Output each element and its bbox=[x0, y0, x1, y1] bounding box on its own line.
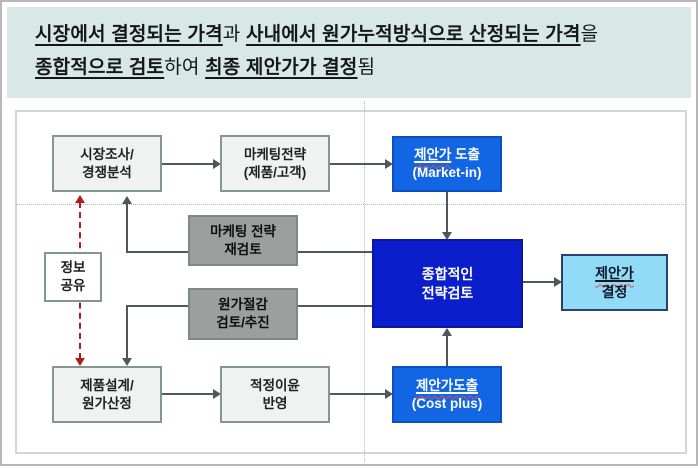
line-review-up bbox=[126, 203, 128, 253]
header-seg: 하여 bbox=[164, 57, 206, 78]
box-proposal-decision: 제안가 결정 bbox=[561, 254, 668, 311]
info-sharing-arrowhead-up bbox=[75, 195, 85, 203]
arrowhead-costplus-to-comprehensive bbox=[442, 328, 452, 336]
box-proposal-market-in-title: 제안가 도출 bbox=[414, 146, 480, 164]
underlined-text: 제안가도출 bbox=[415, 377, 479, 393]
arrowhead-review-to-research bbox=[122, 196, 132, 204]
header-seg: 종합적으로 검토 bbox=[35, 57, 165, 78]
line-strategy-to-marketin bbox=[330, 163, 386, 165]
line-costreduction-left bbox=[126, 305, 189, 307]
diagram-container bbox=[15, 110, 687, 454]
line-comprehensive-to-decision bbox=[523, 281, 555, 283]
box-proposal-cost-plus-title: 제안가도출 bbox=[416, 377, 478, 395]
line-review-to-comprehensive bbox=[298, 251, 372, 253]
arrowhead-marketin-to-comprehensive bbox=[442, 232, 452, 240]
header-title: 시장에서 결정되는 가격과 사내에서 원가누적방식으로 산정되는 가격을 종합적… bbox=[7, 7, 691, 84]
vertical-dotted-guide bbox=[364, 101, 365, 462]
line-profit-to-costplus bbox=[330, 393, 386, 395]
box-proposal-cost-plus: 제안가도출 (Cost plus) bbox=[392, 366, 502, 423]
line-costplus-to-comprehensive bbox=[446, 336, 448, 367]
arrowhead-costreduction-to-design bbox=[122, 358, 132, 366]
box-proposal-cost-plus-subtitle: (Cost plus) bbox=[411, 395, 483, 411]
info-sharing-arrowhead-down bbox=[75, 358, 85, 366]
header-line-2: 종합적으로 검토하여 최종 제안가가 결정됨 bbox=[35, 51, 681, 84]
box-marketing-review: 마케팅 전략 재검토 bbox=[188, 215, 298, 266]
header-seg: 시장에서 결정되는 가격 bbox=[35, 24, 223, 45]
box-market-research: 시장조사/ 경쟁분석 bbox=[52, 135, 162, 192]
box-proposal-market-in: 제안가 도출 (Market-in) bbox=[392, 136, 502, 192]
line-review-left bbox=[126, 251, 189, 253]
line-costreduction-down bbox=[126, 307, 128, 359]
header-seg: 과 bbox=[222, 24, 246, 45]
box-proposal-decision-subtitle: 결정 bbox=[601, 283, 628, 300]
underlined-text: 제안가 bbox=[414, 147, 452, 163]
box-proposal-market-in-subtitle: (Market-in) bbox=[412, 165, 482, 180]
line-costreduction-to-comprehensive bbox=[298, 305, 372, 307]
title-rest: 도출 bbox=[451, 147, 480, 163]
box-cost-reduction: 원가절감 검토/추진 bbox=[188, 288, 298, 340]
arrowhead-comprehensive-to-decision bbox=[554, 277, 562, 287]
horizontal-dotted-guide bbox=[16, 204, 684, 205]
line-marketin-to-comprehensive bbox=[446, 192, 448, 233]
header-panel: 시장에서 결정되는 가격과 사내에서 원가누적방식으로 산정되는 가격을 종합적… bbox=[7, 7, 691, 98]
box-comprehensive-review: 종합적인 전략검토 bbox=[372, 239, 523, 328]
arrowhead-research-to-strategy bbox=[213, 159, 221, 169]
header-seg: 최종 제안가가 결정 bbox=[205, 57, 358, 78]
header-line-1: 시장에서 결정되는 가격과 사내에서 원가누적방식으로 산정되는 가격을 bbox=[35, 18, 681, 51]
box-marketing-strategy: 마케팅전략 (제품/고객) bbox=[220, 135, 330, 192]
arrowhead-design-to-profit bbox=[213, 389, 221, 399]
header-seg: 사내에서 원가누적방식으로 산정되는 가격 bbox=[245, 24, 581, 45]
line-research-to-strategy bbox=[162, 163, 214, 165]
header-seg: 을 bbox=[580, 24, 599, 45]
underlined-text: 제안가 bbox=[595, 265, 634, 282]
line-design-to-profit bbox=[162, 393, 214, 395]
box-product-design: 제품설계/ 원가산정 bbox=[52, 366, 162, 423]
box-info-sharing: 정보 공유 bbox=[44, 252, 102, 302]
arrowhead-profit-to-costplus bbox=[385, 389, 393, 399]
box-profit-reflection: 적정이윤 반영 bbox=[220, 366, 330, 423]
arrowhead-strategy-to-marketin bbox=[385, 159, 393, 169]
box-proposal-decision-title: 제안가 bbox=[595, 264, 634, 282]
header-seg: 됨 bbox=[357, 57, 376, 78]
